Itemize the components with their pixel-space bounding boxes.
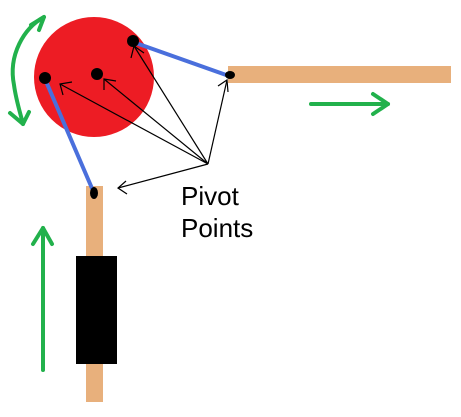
pointer-arrowhead bbox=[59, 81, 73, 96]
pivot-point bbox=[39, 72, 51, 84]
pivot-point bbox=[127, 35, 139, 47]
pivot-point bbox=[90, 187, 98, 199]
pointer-arrows bbox=[59, 45, 229, 195]
pivot-points-label: Pivot Points bbox=[181, 180, 253, 244]
horizontal-rod bbox=[228, 66, 451, 83]
pointer-arrowhead bbox=[103, 78, 117, 90]
pointer-arrow bbox=[103, 78, 209, 165]
link-rod-upper bbox=[131, 40, 231, 78]
rotation-arrow bbox=[8, 15, 46, 126]
right-motion-arrow bbox=[309, 92, 390, 116]
pointer-arrow bbox=[133, 45, 209, 165]
pointer-arrow bbox=[117, 163, 209, 189]
label-line-2: Points bbox=[181, 213, 254, 243]
up-motion-arrow bbox=[31, 226, 54, 372]
pivot-point bbox=[91, 68, 103, 80]
pointer-arrow bbox=[207, 79, 228, 165]
pointer-arrowhead bbox=[117, 180, 128, 195]
link-rod-lower bbox=[43, 77, 96, 195]
pointer-arrowhead bbox=[217, 78, 229, 93]
pointer-arrow bbox=[59, 83, 209, 165]
label-line-1: Pivot bbox=[181, 181, 239, 211]
pivot-point bbox=[225, 71, 235, 79]
slider-block bbox=[76, 256, 117, 364]
